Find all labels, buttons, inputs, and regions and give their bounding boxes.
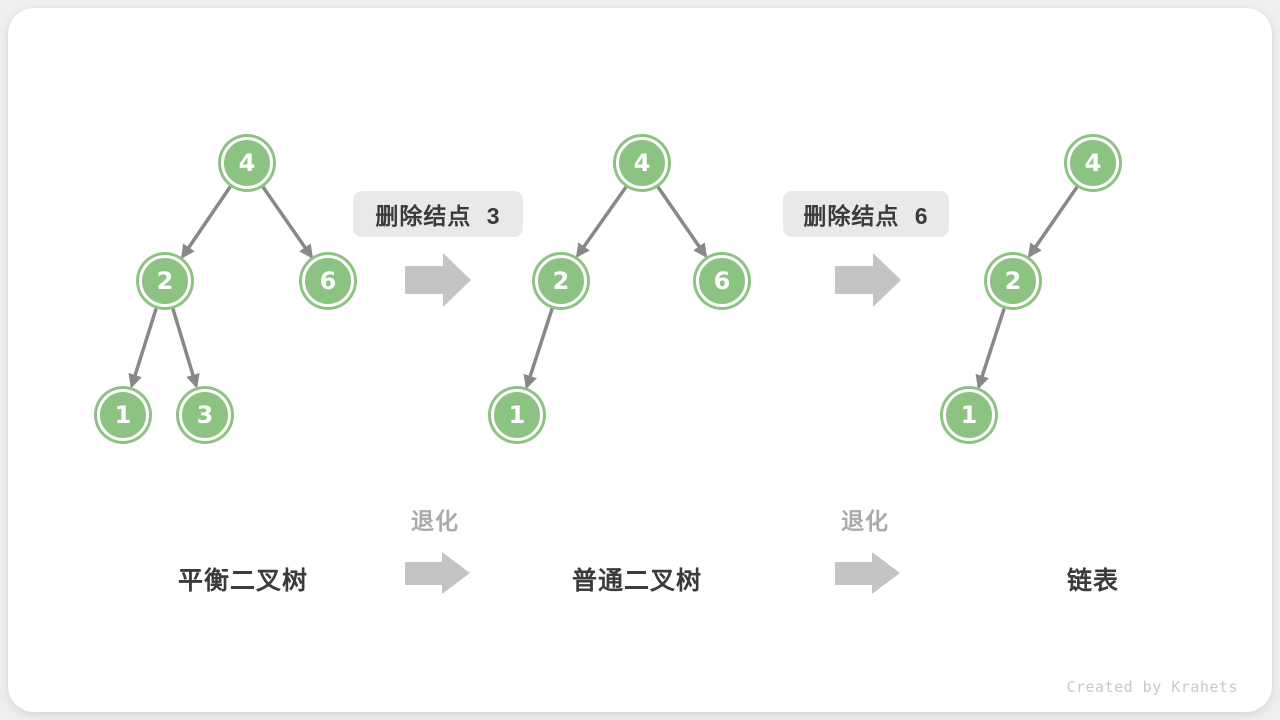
watermark-credit: Created by Krahets <box>1066 678 1238 696</box>
tree-node: 4 <box>616 137 668 189</box>
tree-node: 4 <box>1067 137 1119 189</box>
tree-node: 1 <box>97 389 149 441</box>
tree-node: 4 <box>221 137 273 189</box>
degrade-label: 退化 <box>411 508 459 534</box>
tree-node: 6 <box>696 255 748 307</box>
tree-node: 6 <box>302 255 354 307</box>
tree-node: 1 <box>491 389 543 441</box>
tree-node: 2 <box>139 255 191 307</box>
stage-label-balanced-binary-tree: 平衡二叉树 <box>177 567 308 595</box>
stage-label-ordinary-binary-tree: 普通二叉树 <box>571 567 702 595</box>
step-label-delete-node-3: 删除结点 3 <box>353 191 523 237</box>
degrade-label: 退化 <box>841 508 889 534</box>
tree-node: 1 <box>943 389 995 441</box>
tree-node: 2 <box>535 255 587 307</box>
tree-node: 3 <box>179 389 231 441</box>
stage-label-linked-list: 链表 <box>1066 567 1119 595</box>
step-label-delete-node-6: 删除结点 6 <box>783 191 949 237</box>
diagram-card <box>8 8 1272 712</box>
tree-node: 2 <box>987 255 1039 307</box>
